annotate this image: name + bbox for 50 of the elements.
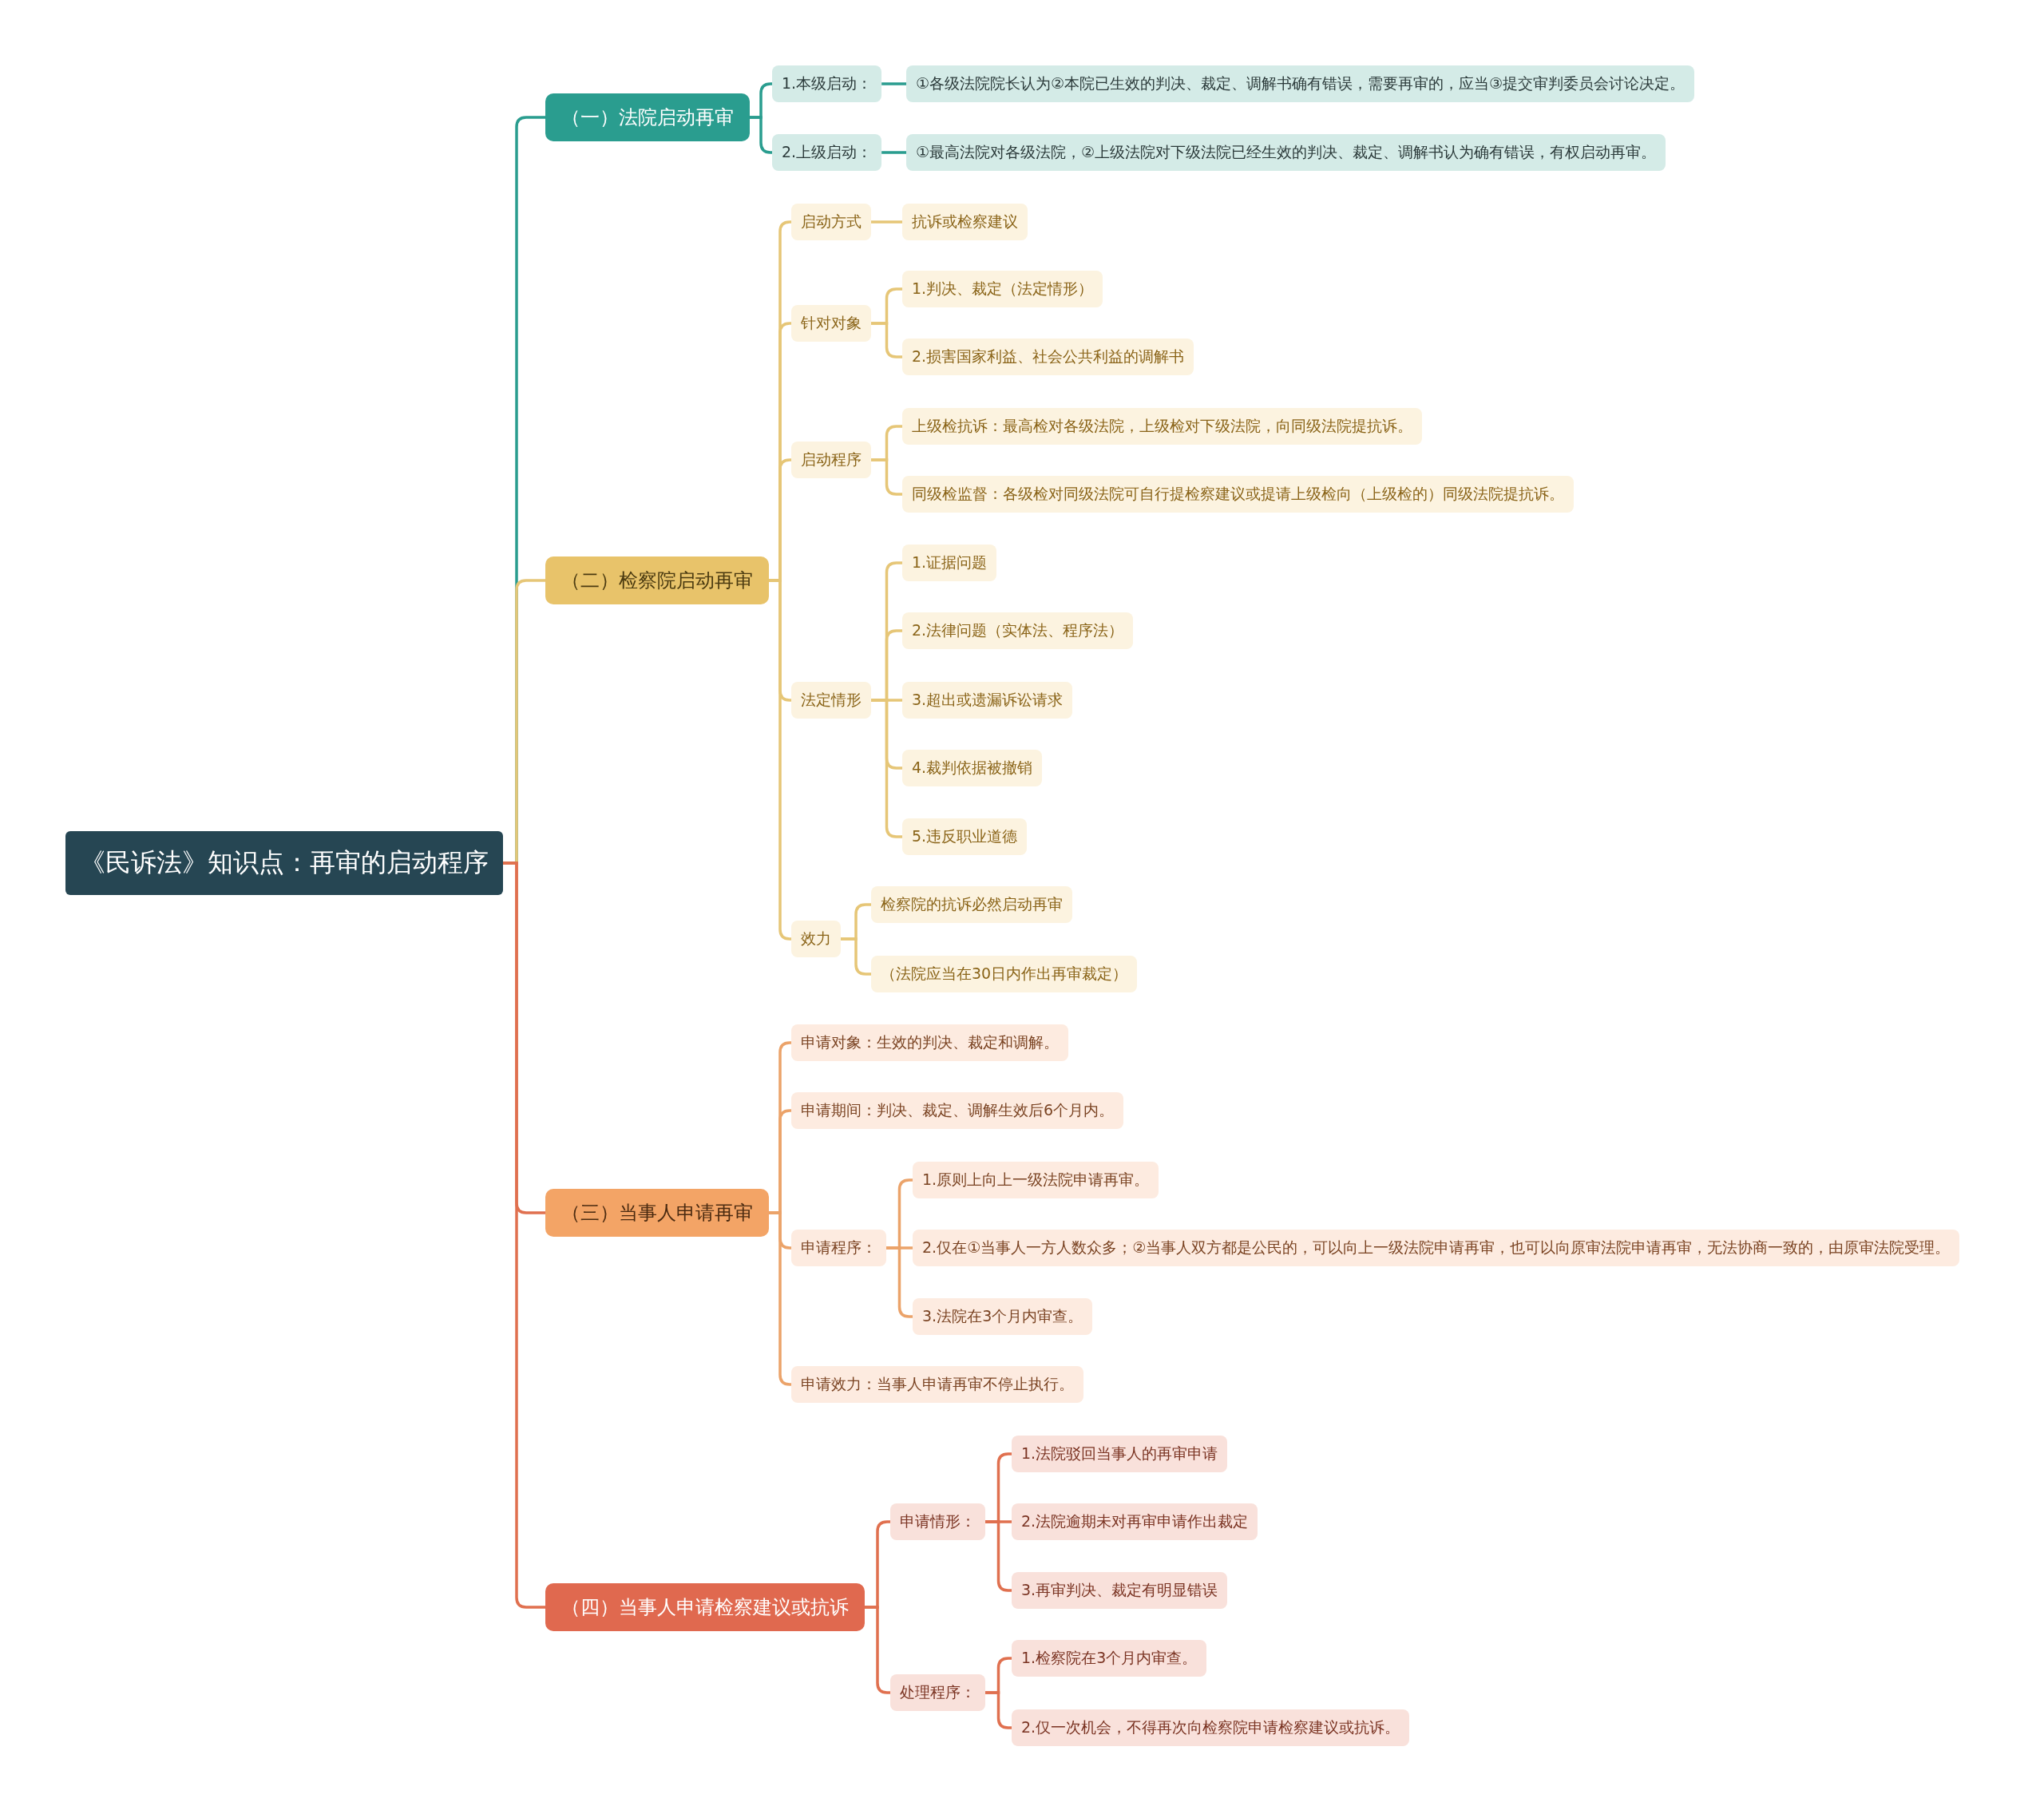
subtopic-box: ①各级法院院长认为②本院已生效的判决、裁定、调解书确有错误，需要再审的，应当③提交审判委员会讨论决定。 (906, 65, 1695, 102)
connector (871, 458, 902, 496)
connector (841, 937, 871, 976)
subtopic-box: 上级检抗诉：最高检对各级法院，上级检对下级法院，向同级法院提抗诉。 (902, 408, 1422, 445)
subtopic-box: 3.超出或遗漏诉讼请求 (902, 682, 1073, 719)
subtopic-box: 启动方式 (791, 204, 871, 240)
subtopic-box: 1.法院驳回当事人的再审申请 (1012, 1436, 1228, 1472)
subtopic-box: 2.损害国家利益、社会公共利益的调解书 (902, 339, 1194, 375)
branch-box: （一）法院启动再审 (545, 93, 750, 141)
subtopic-box: 申请期间：判决、裁定、调解生效后6个月内。 (791, 1092, 1124, 1129)
branch-box: （二）检察院启动再审 (545, 556, 769, 604)
subtopic-box: 申请对象：生效的判决、裁定和调解。 (791, 1024, 1068, 1061)
branch-box: （四）当事人申请检察建议或抗诉 (545, 1583, 865, 1631)
subtopic-box: 2.仅在①当事人一方人数众多；②当事人双方都是公民的，可以向上一级法院申请再审，也可以向原审法院申请再审，无法协商一致的，由原审法院受理。 (913, 1230, 1960, 1266)
subtopic-box: 申请效力：当事人申请再审不停止执行。 (791, 1366, 1083, 1403)
subtopic-box: 1.检察院在3个月内审查。 (1012, 1640, 1207, 1677)
subtopic-box: 4.裁判依据被撤销 (902, 750, 1043, 786)
connector (881, 82, 906, 85)
subtopic-box: 2.法律问题（实体法、程序法） (902, 612, 1134, 649)
subtopic-box: 抗诉或检察建议 (902, 204, 1028, 240)
subtopic-box: 1.本级启动： (772, 65, 882, 102)
subtopic-box: 效力 (791, 921, 841, 957)
subtopic-box: ①最高法院对各级法院，②上级法院对下级法院已经生效的判决、裁定、调解书认为确有错误，有权启动再审。 (906, 134, 1666, 171)
connector (750, 116, 773, 154)
connector (871, 220, 902, 224)
connector (769, 579, 792, 941)
connector (871, 322, 902, 358)
connector (881, 151, 906, 154)
subtopic-box: 2.上级启动： (772, 134, 882, 171)
subtopic-box: 1.证据问题 (902, 545, 997, 581)
subtopic-box: 处理程序： (890, 1674, 985, 1711)
connector (985, 1691, 1012, 1729)
branch-box: （三）当事人申请再审 (545, 1189, 769, 1237)
subtopic-box: 针对对象 (791, 305, 871, 342)
subtopic-box: （法院应当在30日内作出再审裁定） (871, 956, 1138, 992)
topic-box: 《民诉法》知识点：再审的启动程序 (65, 831, 503, 895)
connector (871, 699, 902, 838)
subtopic-box: 启动程序 (791, 442, 871, 478)
subtopic-box: 申请程序： (791, 1230, 886, 1266)
subtopic-box: 检察院的抗诉必然启动再审 (871, 886, 1072, 923)
subtopic-box: 1.原则上向上一级法院申请再审。 (913, 1162, 1159, 1198)
subtopic-box: 1.判决、裁定（法定情形） (902, 271, 1103, 307)
subtopic-box: 2.仅一次机会，不得再次向检察院申请检察建议或抗诉。 (1012, 1709, 1410, 1746)
subtopic-box: 同级检监督：各级检对同级法院可自行提检察建议或提请上级检向（上级检的）同级法院提抗诉。 (902, 476, 1574, 513)
subtopic-box: 2.法院逾期未对再审申请作出裁定 (1012, 1503, 1258, 1540)
subtopic-box: 3.法院在3个月内审查。 (913, 1298, 1093, 1335)
subtopic-box: 申请情形： (890, 1503, 985, 1540)
subtopic-box: 5.违反职业道德 (902, 818, 1028, 855)
subtopic-box: 3.再审判决、裁定有明显错误 (1012, 1572, 1228, 1609)
subtopic-box: 法定情形 (791, 682, 871, 719)
